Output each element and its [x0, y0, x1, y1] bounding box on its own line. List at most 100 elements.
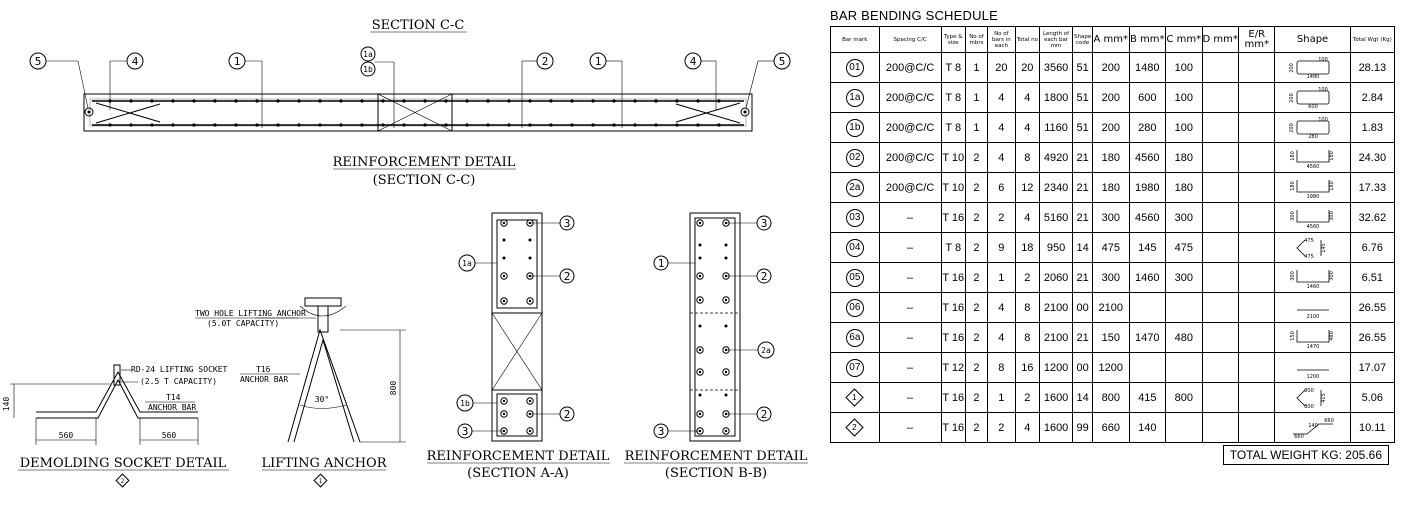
cell-length: 2060: [1038, 262, 1074, 293]
rebar-drawing: SECTION C-C 5 4 1 1a: [2, 18, 808, 488]
cell-d: [1201, 322, 1239, 353]
cell-total: 4: [1014, 112, 1040, 143]
demolding-title: DEMOLDING SOCKET DETAIL: [20, 456, 227, 471]
cell-e: [1237, 82, 1276, 113]
rebar-dot: [255, 99, 259, 103]
rebar-dot: [465, 123, 469, 127]
cell-spacing: –: [878, 382, 942, 413]
cell-d: [1201, 382, 1239, 413]
rebar-dot: [502, 221, 506, 225]
bar-mark-cell: 01: [830, 52, 880, 83]
svg-text:560: 560: [59, 431, 74, 440]
svg-text:TWO HOLE LIFTING ANCHOR: TWO HOLE LIFTING ANCHOR: [195, 309, 306, 318]
cell-c: [1165, 412, 1203, 443]
rebar-dot: [192, 99, 196, 103]
rebar-dot: [591, 123, 595, 127]
cell-each: 4: [987, 82, 1016, 113]
svg-text:2: 2: [761, 408, 768, 421]
cell-c: 180: [1165, 172, 1203, 203]
cell-total-weight: 1.83: [1349, 112, 1396, 143]
bar-mark-badge: 03: [845, 208, 864, 227]
rebar-dot: [171, 123, 175, 127]
rebar-dot: [612, 123, 616, 127]
cell-total-weight: 26.55: [1349, 322, 1396, 353]
cell-spacing: –: [878, 262, 942, 293]
bar-mark-badge: 04: [845, 238, 864, 257]
rebar-dot: [502, 412, 506, 416]
cell-total-weight: 26.55: [1349, 292, 1396, 323]
cell-code: 14: [1072, 232, 1094, 263]
cell-c: 475: [1165, 232, 1203, 263]
shape-dim-label: 2100: [1306, 314, 1319, 320]
shape-dim-label: 200: [1289, 63, 1295, 73]
cell-b: 415: [1128, 382, 1167, 413]
cell-length: 2100: [1038, 292, 1074, 323]
rebar-detail-cc-sub: (SECTION C-C): [373, 173, 476, 188]
schedule-header: Type & size: [940, 26, 966, 53]
schedule-header: No of bars in each: [987, 26, 1016, 53]
svg-text:1: 1: [658, 257, 665, 270]
rebar-circle: [696, 410, 704, 418]
cell-total: 2: [1014, 382, 1040, 413]
rebar-dot: [528, 99, 532, 103]
cell-code: 51: [1072, 112, 1094, 143]
schedule-header: Total no: [1014, 26, 1040, 53]
cell-each: 4: [987, 112, 1016, 143]
cell-e: [1237, 52, 1276, 83]
bar-mark-badge: 1: [845, 388, 865, 407]
bar-mark-text: 2a: [849, 181, 861, 193]
shape-dim-label: 1480: [1306, 74, 1319, 80]
rebar-dot: [698, 324, 702, 328]
cell-b: 1470: [1128, 322, 1167, 353]
svg-text:2: 2: [542, 55, 549, 68]
total-weight-value: 205.66: [1345, 448, 1382, 462]
rebar-circle: [500, 219, 508, 227]
cc-marker-1a: 1a: [360, 46, 376, 62]
shape-dim-label: 180: [1290, 151, 1296, 161]
bar-mark-cell: 6a: [830, 322, 880, 353]
rebar-dot: [297, 99, 301, 103]
rebar-circle: [696, 296, 704, 304]
cell-each: 20: [987, 52, 1016, 83]
cell-code: 00: [1072, 292, 1094, 323]
cc-marker-1-right: 1: [589, 52, 623, 128]
cell-length: 1600: [1038, 382, 1074, 413]
section-aa-sub: (SECTION A-A): [467, 466, 569, 481]
cell-size: T 16: [940, 412, 966, 443]
rebar-dot: [698, 298, 702, 302]
schedule-header: C mm*: [1165, 26, 1203, 53]
svg-text:140: 140: [2, 397, 11, 412]
rebar-dot: [612, 99, 616, 103]
rebar-dot: [724, 429, 728, 433]
cell-length: 1200: [1038, 352, 1074, 383]
rebar-dot: [339, 123, 343, 127]
bar-shape-sketch: 1200: [1296, 369, 1329, 380]
cell-b: 145: [1128, 232, 1167, 263]
cell-e: [1237, 232, 1276, 263]
bar-mark-badge: 2a: [845, 178, 864, 197]
total-weight-box: TOTAL WEIGHT KG: 205.66: [1222, 445, 1389, 465]
shape-dim-label: 140: [1308, 423, 1318, 429]
bar-mark-cell: 05: [830, 262, 880, 293]
shape-dim-label: 200: [1289, 123, 1295, 133]
bar-mark-text: 2: [852, 422, 858, 432]
rebar-dot: [698, 393, 702, 397]
cc-marker-4-right: 4: [684, 52, 717, 110]
cell-e: [1237, 292, 1276, 323]
rebar-dot: [507, 99, 511, 103]
cell-c: 100: [1165, 112, 1203, 143]
svg-text:3: 3: [462, 425, 469, 438]
rebar-dot: [549, 123, 553, 127]
cell-length: 2340: [1038, 172, 1074, 203]
svg-text:2a: 2a: [761, 346, 771, 355]
rebar-dot: [724, 393, 728, 397]
shape-dim-label: 4560: [1306, 224, 1319, 230]
demolding-socket-detail: RD-24 LIFTING SOCKET (2.5 T CAPACITY) T1…: [2, 364, 228, 445]
cell-total-weight: 17.33: [1349, 172, 1396, 203]
svg-text:ANCHOR BAR: ANCHOR BAR: [148, 403, 196, 412]
cell-a: 180: [1092, 142, 1130, 173]
